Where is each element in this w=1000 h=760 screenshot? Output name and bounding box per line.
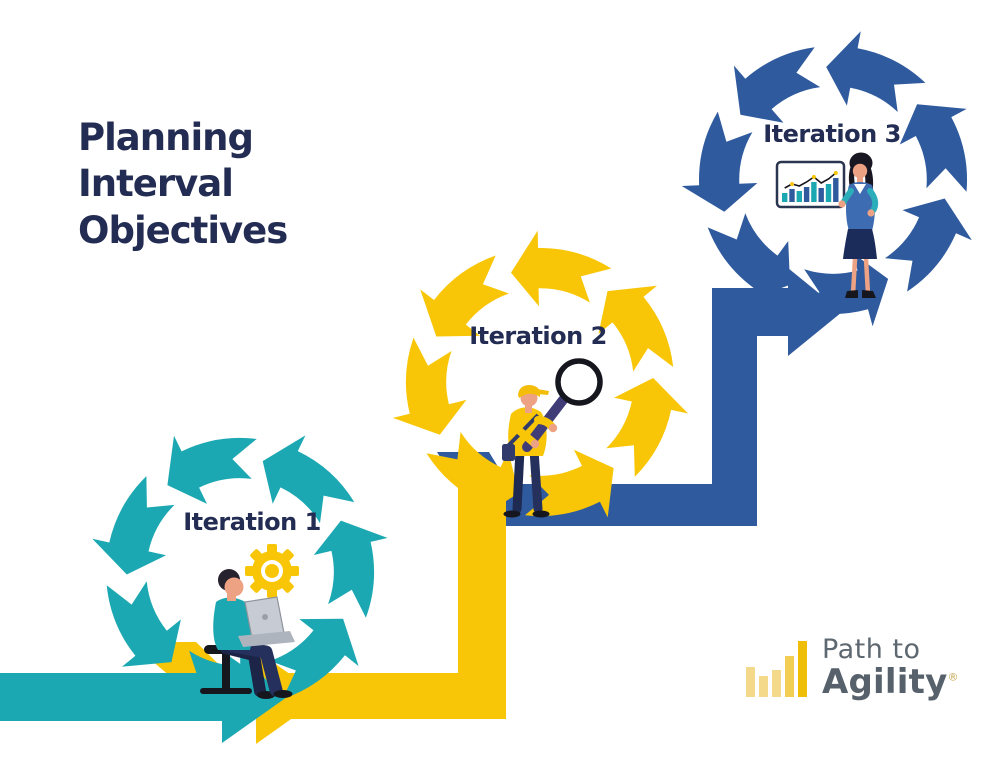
logo-line1: Path to (822, 634, 921, 665)
cycle-arrow (511, 230, 612, 307)
board-bar (782, 193, 788, 202)
cycle-iteration-3-label: Iteration 3 (763, 120, 901, 148)
registered-mark: ® (947, 670, 959, 684)
head (852, 163, 868, 179)
board-trend-dot (811, 175, 816, 179)
cycle-arrow (681, 111, 758, 212)
leg-right (529, 445, 543, 514)
cycle-iteration-1-label: Iteration 1 (183, 508, 321, 536)
cycle-arrow (262, 435, 355, 524)
leg-left (512, 445, 525, 514)
shoe-left (503, 510, 521, 518)
cycle-arrow (884, 198, 972, 292)
cycle-iteration-2-label: Iteration 2 (469, 322, 607, 350)
board-bar (811, 182, 817, 202)
man-holding-magnifying-glass-illustration (502, 358, 603, 518)
neck (857, 176, 863, 184)
satchel (502, 444, 515, 461)
board-bar (796, 191, 802, 202)
skirt (843, 229, 877, 259)
cycle-arrow (426, 431, 519, 520)
cycle-arrow (899, 104, 968, 192)
heel-left (845, 290, 858, 298)
cap (518, 385, 540, 398)
head (224, 577, 244, 597)
neck (227, 592, 236, 601)
cycle-arrow (269, 618, 359, 699)
cycle-arrow (606, 378, 689, 477)
cycle-arrow (791, 253, 889, 327)
logo-line2: Agility® (822, 662, 959, 702)
cycle-arrow (167, 435, 257, 504)
laptop-logo (262, 614, 268, 620)
gear-icon (245, 544, 299, 598)
vest (846, 182, 875, 231)
cycle-arrow (525, 449, 614, 518)
collar (854, 184, 866, 194)
cycle-arrow (707, 213, 791, 303)
cycle-iteration-1-arrows (92, 435, 388, 724)
cycle-iteration-2-arrows (392, 230, 689, 520)
chair-base (200, 688, 252, 694)
cycle-arrow (167, 647, 268, 724)
cycle-arrow (598, 285, 674, 372)
cycle-arrow (313, 520, 388, 618)
leg-left (850, 256, 858, 297)
man-working-on-laptop-illustration (200, 569, 295, 699)
neck (525, 405, 532, 413)
cap-brim (537, 389, 549, 395)
board-bar (825, 184, 832, 202)
hand-lower (530, 439, 540, 449)
woman-presenting-growth-chart-illustration (775, 152, 879, 298)
cycle-arrow (92, 476, 175, 575)
board-bar (789, 189, 795, 202)
cycle-iteration-3-arrows (681, 31, 972, 327)
cycle-arrow (106, 581, 181, 667)
cycle-arrow (392, 337, 467, 435)
laptop-base (238, 631, 295, 647)
hand-upper (548, 423, 558, 433)
board-bar (833, 178, 839, 202)
chair-pole (222, 654, 230, 688)
board-bar (803, 187, 810, 202)
board-bar (818, 188, 824, 202)
magnifying-glass-icon (555, 358, 603, 406)
shoe-right (532, 510, 550, 518)
logo-bars-icon (746, 641, 807, 697)
board-bars (782, 171, 839, 202)
page-title: Planning Interval Objectives (78, 115, 288, 252)
heel-right (862, 290, 876, 298)
logo-text: Path to Agility® (822, 636, 959, 699)
hand-left (838, 200, 846, 208)
leg-right (863, 256, 871, 297)
board-trend-dot (790, 182, 794, 186)
cycle-arrow (420, 255, 509, 337)
cycle-arrow (733, 47, 821, 123)
front-shoe (273, 690, 293, 698)
path-to-agility-logo: Path to Agility® (746, 636, 959, 699)
hand-right (867, 209, 875, 217)
board-trend-dot (833, 171, 838, 175)
cycle-arrow (826, 31, 926, 113)
